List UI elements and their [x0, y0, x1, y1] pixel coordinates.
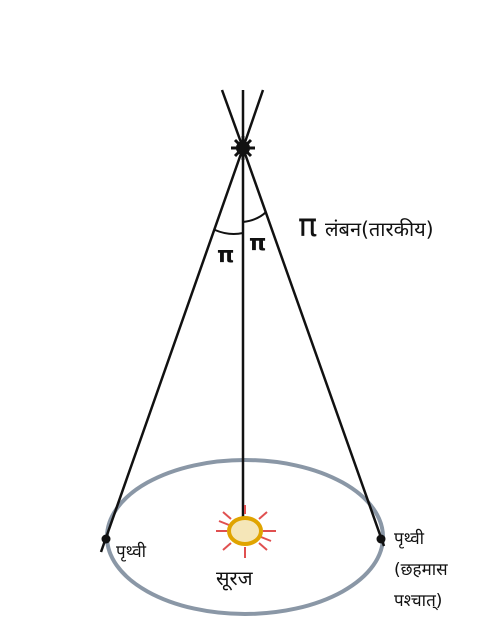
sight-line-right: [241, 147, 386, 547]
extension-line-right: [241, 89, 265, 149]
earth-left-dot: [101, 534, 111, 544]
sight-line-left: [99, 147, 245, 553]
earth-left-label: पृथ्वी: [116, 541, 147, 562]
parallax-symbol: π: [298, 206, 317, 244]
angle-arc-right: [242, 211, 267, 223]
sun-label: सूरज: [216, 566, 254, 591]
earth-right-note-line2: पश्चात्): [394, 591, 442, 611]
parallax-label: लंबन(तारकीय): [325, 217, 434, 241]
angle-label-left: π: [217, 243, 234, 268]
earth-right-dot: [376, 534, 386, 544]
sun-icon: [216, 505, 276, 558]
angle-label-right: π: [249, 231, 266, 256]
earth-right-note-line1: (छहमास: [394, 560, 448, 580]
star-icon: [231, 136, 255, 160]
earth-right-label: पृथ्वी: [394, 528, 425, 549]
angle-arc-left: [214, 229, 244, 235]
extension-line-left: [220, 89, 245, 149]
